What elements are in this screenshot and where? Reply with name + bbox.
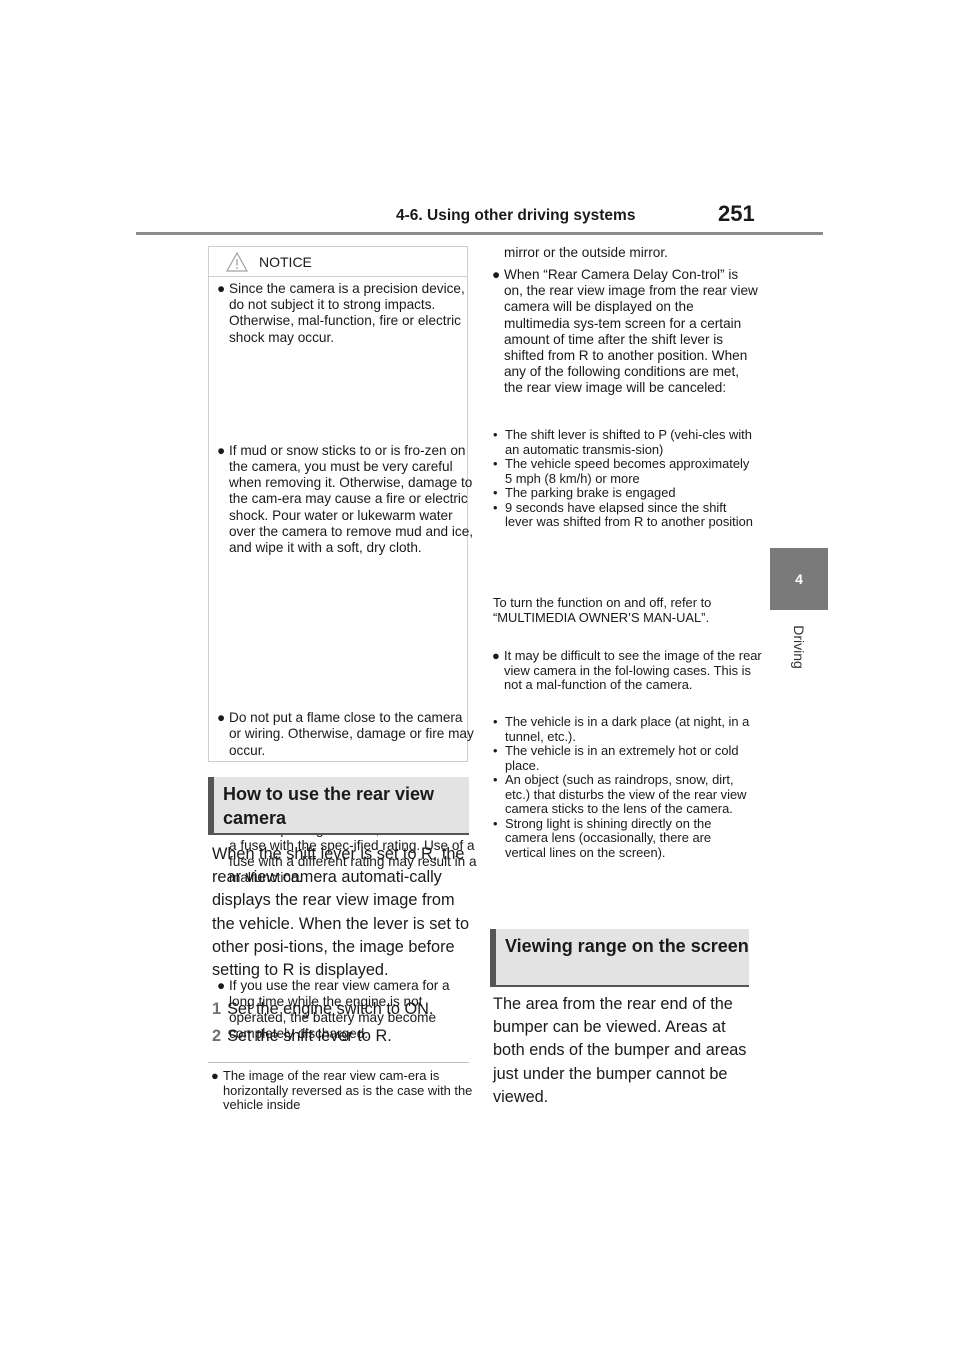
page-number: 251 [718, 201, 755, 226]
notice-header: NOTICE [209, 247, 467, 277]
list-item-text: The parking brake is engaged [505, 485, 676, 500]
list-item-text: The vehicle speed becomes approximately … [505, 456, 750, 486]
difficult-intro: It may be difficult to see the image of … [504, 648, 762, 692]
header-rule [136, 232, 823, 235]
section-title: 4-6. Using other driving systems [396, 207, 636, 224]
difficult-note: ● It may be difficult to see the image o… [492, 648, 764, 693]
note-text: The image of the rear view cam-era is ho… [223, 1068, 473, 1112]
list-item: • The parking brake is engaged [493, 485, 755, 501]
notice-item-text: Do not put a flame close to the camera o… [229, 710, 474, 758]
bullet-icon: ● [217, 977, 226, 993]
bullet-icon: ● [217, 442, 226, 458]
dash-bullet: • [493, 714, 498, 729]
dash-bullet: • [493, 772, 498, 787]
chapter-label: Driving [791, 625, 807, 669]
reversed-image-note: ● The image of the rear view cam-era is … [211, 1068, 478, 1113]
notice-box: NOTICE ● Since the camera is a precision… [208, 246, 477, 1041]
step-1: 1 Set the engine switch to ON. [212, 1000, 433, 1019]
step-number: 2 [212, 1027, 222, 1045]
step-text: Set the engine switch to ON. [227, 1000, 434, 1018]
reversed-image-note-continued: mirror or the outside mirror. [504, 245, 668, 260]
list-item: • An object (such as raindrops, snow, dir… [493, 772, 755, 817]
notice-item: ● If you use the rear view camera for a … [217, 978, 477, 1043]
list-item: • The vehicle is in an extremely hot or c… [493, 743, 755, 773]
notice-item-text: Since the camera is a precision device, … [229, 281, 465, 345]
section-heading-viewing-range: Viewing range on the screen [490, 929, 749, 987]
dash-bullet: • [493, 427, 498, 442]
list-item: • The vehicle is in a dark place (at nigh… [493, 714, 755, 744]
list-item-text: An object (such as raindrops, snow, dirt… [505, 772, 747, 816]
heading-text: Viewing range on the screen [505, 936, 749, 956]
list-item-text: Strong light is shining directly on the … [505, 815, 712, 860]
notice-item: ● If mud or snow sticks to or is fro-zen… [217, 443, 477, 556]
notice-item: ● Do not put a flame close to the camera… [217, 710, 477, 759]
note-divider [208, 1062, 469, 1063]
chapter-label-container: Driving [770, 612, 828, 682]
list-item: • The vehicle speed becomes approximately… [493, 456, 755, 486]
viewing-range-body: The area from the rear end of the bumper… [493, 995, 747, 1106]
bullet-icon: ● [217, 281, 226, 296]
list-item-text: The vehicle is in a dark place (at night… [505, 714, 750, 744]
bullet-icon: ● [492, 267, 501, 282]
bullet-icon: ● [217, 710, 226, 726]
how-to-use-body: When the shift lever is set to R, the re… [212, 845, 470, 980]
list-item: • The shift lever is shifted to P (vehi-c… [493, 427, 755, 457]
notice-title: NOTICE [259, 254, 312, 270]
list-item-text: The shift lever is shifted to P (vehi-cl… [505, 427, 752, 457]
step-text: Set the shift lever to R. [227, 1027, 392, 1045]
dash-bullet: • [493, 485, 498, 500]
dash-bullet: • [493, 815, 498, 831]
step-2: 2 Set the shift lever to R. [212, 1027, 392, 1046]
list-item-text: The vehicle is in an extremely hot or co… [505, 743, 739, 773]
bullet-icon: ● [211, 1068, 219, 1083]
section-heading-how-to-use: How to use the rear view camera [208, 777, 469, 835]
difficult-cases-list: • The vehicle is in a dark place (at nigh… [493, 714, 755, 861]
dash-bullet: • [493, 456, 498, 471]
delay-conditions-list: • The shift lever is shifted to P (vehi-c… [493, 427, 755, 530]
list-item-text: 9 seconds have elapsed since the shift l… [505, 499, 753, 529]
delay-control-note: ● When “Rear Camera Delay Con-trol” is o… [492, 267, 760, 397]
warning-triangle-icon [226, 252, 248, 272]
bullet-icon: ● [492, 648, 500, 663]
heading-text: How to use the rear view camera [223, 784, 435, 828]
delay-intro: When “Rear Camera Delay Con-trol” is on,… [504, 267, 758, 396]
notice-item-text: If mud or snow sticks to or is fro-zen o… [229, 442, 474, 556]
chapter-number: 4 [795, 571, 803, 587]
delay-outro: To turn the function on and off, refer t… [493, 595, 712, 625]
dash-bullet: • [493, 499, 498, 515]
list-item: • Strong light is shining directly on the… [493, 815, 755, 861]
dash-bullet: • [493, 743, 498, 758]
notice-item-text: If you use the rear view camera for a lo… [229, 977, 450, 1042]
notice-item: ● Since the camera is a precision device… [217, 281, 477, 346]
list-item: • 9 seconds have elapsed since the shift … [493, 499, 755, 530]
step-number: 1 [212, 1000, 222, 1018]
chapter-tab: 4 [770, 548, 828, 610]
